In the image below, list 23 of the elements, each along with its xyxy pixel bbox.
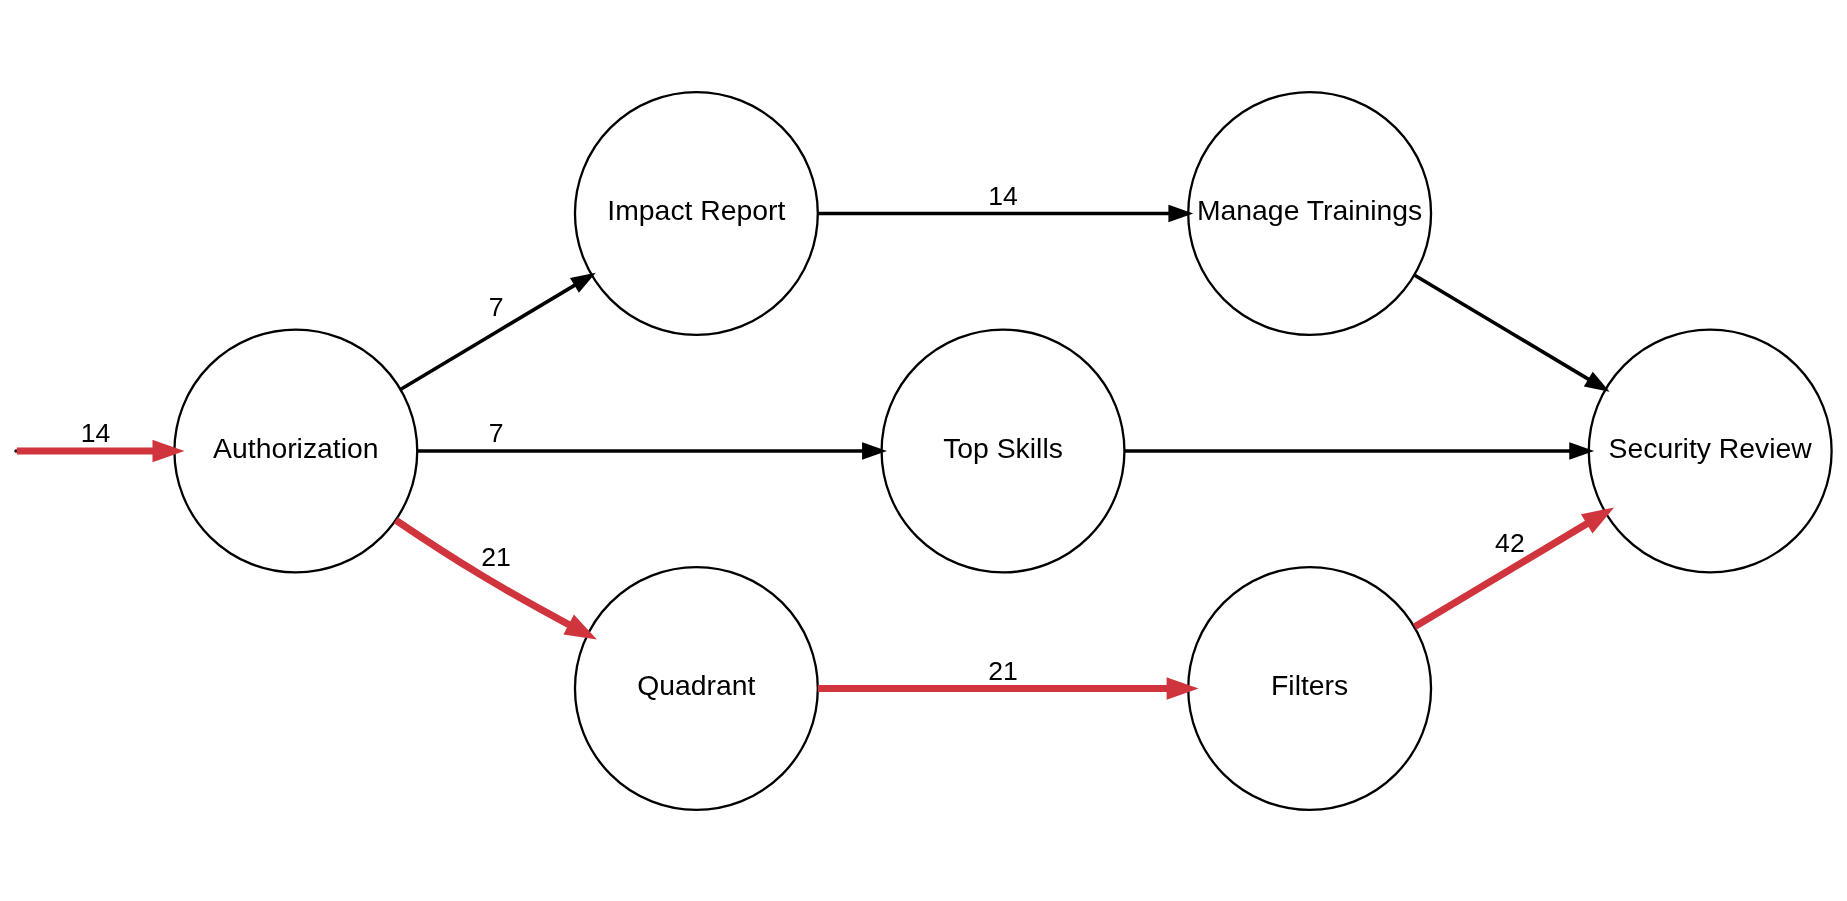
node-circle: Top Skills [880,327,1126,574]
arrow [1413,273,1610,392]
edge-label: 7 [488,417,504,448]
node-circle: Manage Trainings [1187,90,1433,336]
node-circle: Filters [1187,565,1433,811]
node-circle: Security Review [1587,327,1833,574]
edge-label: 42 [1495,527,1525,558]
edge-label: 14 [80,417,111,448]
edge-label: 21 [988,655,1018,686]
arrow [399,272,596,391]
node-circle: Impact Report [573,90,819,336]
node-circle: Authorization [173,327,419,574]
arrow [1124,441,1595,460]
edge-label: 21 [481,541,511,572]
arrow [16,439,185,462]
arrow [393,516,597,639]
edge-label: 7 [488,291,504,322]
arrow [1412,506,1615,630]
edge-label: 14 [988,180,1018,211]
arrow [817,204,1194,222]
arrow [417,441,887,460]
node-circle: Quadrant [573,565,819,811]
arrow [817,676,1199,700]
